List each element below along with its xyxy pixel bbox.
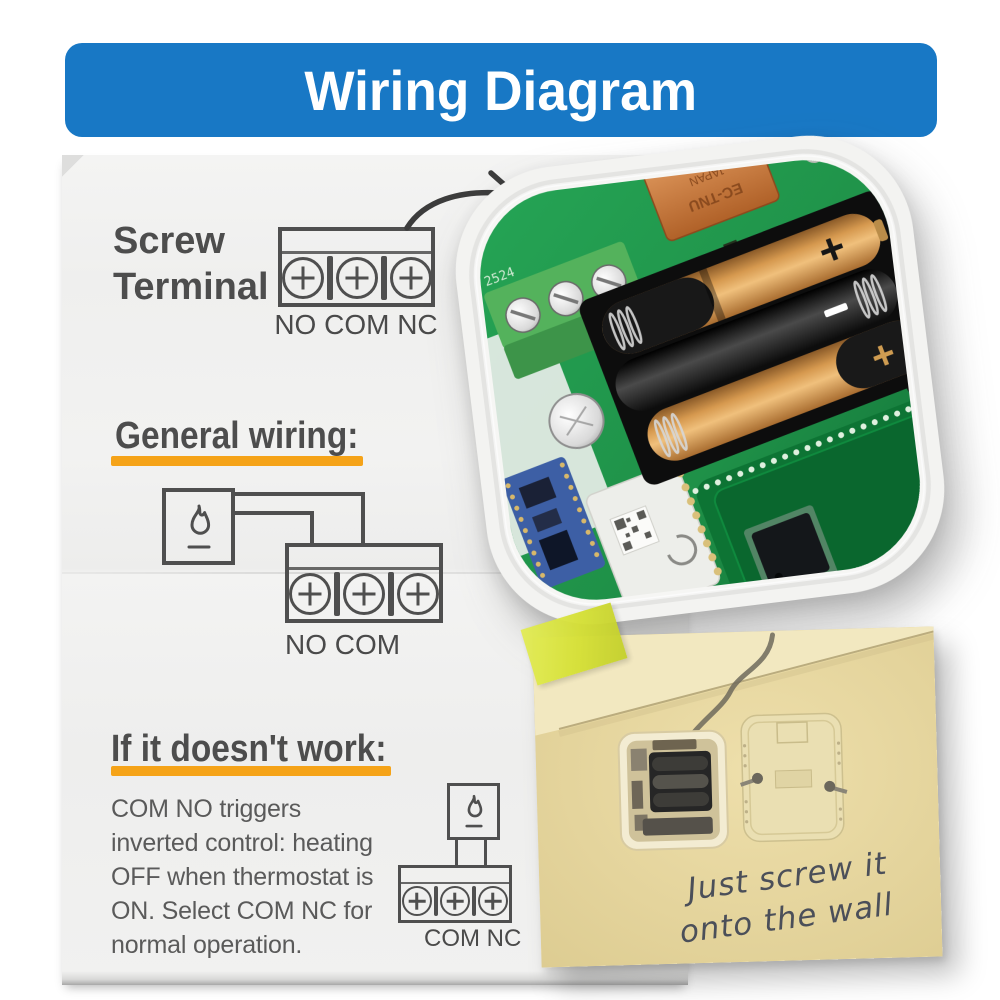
screw-terminal-diagram [278,227,435,307]
terminal-top-line [401,882,509,884]
troubleshoot-underline [111,766,391,776]
thermostat-wire [690,632,775,736]
body-line: normal operation. [111,931,303,959]
screw-icon [281,257,324,299]
qr-code [613,509,652,552]
general-wiring-terminal [285,543,443,623]
banner-title: Wiring Diagram [304,58,698,122]
troubleshoot-body: COM NO triggers inverted control: heatin… [111,792,374,962]
battery-minus-mark [824,303,848,318]
wall-mount-photo [532,626,943,968]
screw-icon [397,573,439,615]
boiler-box-small [447,783,500,840]
flame-icon [187,504,210,548]
terminal-pins-label: NO COM NC [274,309,438,340]
opened-thermostat [617,729,729,851]
troubleshoot-heading: If it doesn't work: [111,728,387,770]
paper-fold-crease [62,572,688,574]
thermostat-internals-photo: 2524 [444,124,957,637]
screw-terminal-title-line2: Terminal [113,266,269,308]
terminal-screws [401,886,509,916]
terminal-top-line [282,251,431,254]
screw-icon [289,573,331,615]
terminal-divider [380,256,387,300]
battery-pack: + [579,191,930,485]
screw-icon [343,573,385,615]
terminal-screws [281,256,432,300]
terminal-divider [434,886,438,916]
wiring-wires [233,492,365,545]
screw-icon [389,257,432,299]
plate-holes [742,741,843,824]
boiler-connector-stub [455,838,487,866]
mounting-screws [740,772,848,794]
radio-module [502,457,605,589]
terminal-divider [472,886,476,916]
screw-terminal-title: Screw Terminal [113,218,269,310]
boiler-box [162,488,235,565]
general-wiring-underline [111,456,363,466]
terminal-screws [289,572,439,616]
terminal-pins-label: NO COM [285,629,401,660]
wall-plate [740,712,848,843]
terminal-top-line [289,567,439,570]
pin-header [692,401,923,494]
sticky-note-photo: Just screw it onto the wall [532,626,943,968]
ceiling-band [532,626,934,736]
body-line: inverted control: heating [111,829,373,857]
body-line: COM NO triggers [111,795,302,823]
screw-terminal-title-line1: Screw [113,220,225,262]
body-line: OFF when thermostat is [111,863,374,891]
troubleshoot-terminal [398,865,512,923]
terminal-divider [326,256,333,300]
screw-icon [478,886,508,916]
terminal-divider [334,572,340,616]
banner: Wiring Diagram [65,43,937,137]
terminal-divider [388,572,394,616]
screw-icon [440,886,470,916]
body-line: ON. Select COM NC for [111,897,373,925]
terminal-pins-label: COM NC [424,925,522,952]
flame-icon [464,794,483,828]
screw-icon [335,257,378,299]
general-wiring-heading: General wiring: [115,415,359,457]
screw-icon [402,886,432,916]
